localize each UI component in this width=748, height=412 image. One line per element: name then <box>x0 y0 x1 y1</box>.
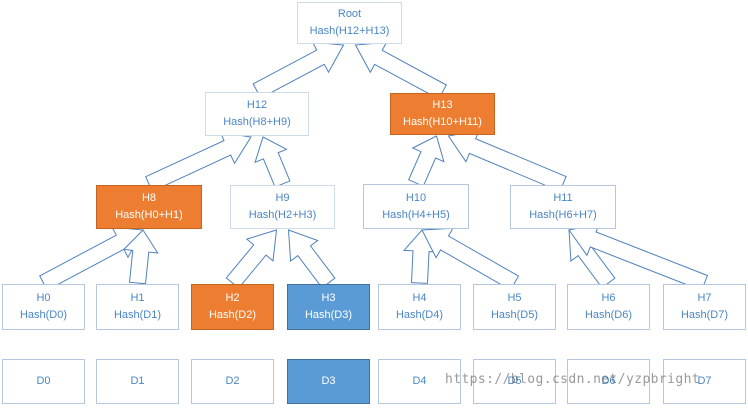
node-h3: H3 Hash(D3) <box>287 284 370 330</box>
node-label: H1 <box>130 292 145 304</box>
data-label: D7 <box>697 375 712 387</box>
data-block-d4: D4 <box>378 359 461 404</box>
arrow-h10-to-h13 <box>408 135 445 187</box>
arrow-h2-to-h9 <box>225 229 278 289</box>
node-h10: H10 Hash(H4+H5) <box>363 184 469 229</box>
node-hash: Hash(H12+H13) <box>309 25 390 37</box>
data-label: D0 <box>36 375 51 387</box>
data-label: D1 <box>130 375 145 387</box>
data-block-d3: D3 <box>287 359 370 404</box>
arrow-h12-to-root <box>252 41 345 99</box>
node-h12: H12 Hash(H8+H9) <box>205 92 309 136</box>
node-hash: Hash(H0+H1) <box>115 209 183 221</box>
node-label: H3 <box>321 292 336 304</box>
node-root: Root Hash(H12+H13) <box>297 2 402 44</box>
node-hash: Hash(D2) <box>208 309 257 321</box>
node-label: H6 <box>601 292 616 304</box>
data-block-d6: D6 <box>567 359 650 404</box>
node-h2: H2 Hash(D2) <box>191 284 274 330</box>
data-label: D2 <box>225 375 240 387</box>
data-block-d2: D2 <box>191 359 274 404</box>
node-h5: H5 Hash(D5) <box>473 284 556 330</box>
data-block-d1: D1 <box>96 359 179 404</box>
node-hash: Hash(D1) <box>113 309 162 321</box>
node-hash: Hash(D4) <box>395 309 444 321</box>
arrow-h0-to-h8 <box>39 226 144 291</box>
data-label: D3 <box>321 375 336 387</box>
node-h6: H6 Hash(D6) <box>567 284 650 330</box>
node-label: H12 <box>246 99 268 111</box>
node-label: H8 <box>141 192 157 204</box>
arrow-h11-to-h13 <box>447 129 567 193</box>
node-h0: H0 Hash(D0) <box>2 284 85 330</box>
node-label: H5 <box>507 292 522 304</box>
node-h1: H1 Hash(D1) <box>96 284 179 330</box>
arrow-h5-to-h10 <box>421 227 520 291</box>
node-label: H4 <box>412 292 427 304</box>
data-label: D6 <box>601 375 616 387</box>
node-label: H11 <box>553 192 573 204</box>
node-hash: Hash(D5) <box>490 309 539 321</box>
node-h11: H11 Hash(H6+H7) <box>510 185 616 229</box>
arrow-h13-to-root <box>354 41 447 100</box>
node-label: Root <box>337 8 362 20</box>
data-block-d5: D5 <box>473 359 556 404</box>
node-h7: H7 Hash(D7) <box>663 284 746 330</box>
node-label: H2 <box>225 292 240 304</box>
data-block-d7: D7 <box>663 359 746 404</box>
node-label: H13 <box>432 99 453 111</box>
node-hash: Hash(H8+H9) <box>223 116 291 128</box>
node-h13: H13 Hash(H10+H11) <box>390 93 495 135</box>
node-h8: H8 Hash(H0+H1) <box>96 185 202 229</box>
data-label: D4 <box>412 375 427 387</box>
data-block-d0: D0 <box>2 359 85 404</box>
arrow-h7-to-h11 <box>568 222 709 292</box>
node-hash: Hash(H4+H5) <box>382 208 450 221</box>
node-hash: Hash(D7) <box>680 309 729 321</box>
node-label: H10 <box>405 191 427 204</box>
node-h4: H4 Hash(D4) <box>378 284 461 330</box>
arrow-h8-to-h12 <box>145 131 252 192</box>
arrow-h3-to-h9 <box>287 229 336 289</box>
data-label: D5 <box>507 375 522 387</box>
node-hash: Hash(H10+H11) <box>403 116 482 128</box>
node-hash: Hash(D3) <box>304 309 353 321</box>
node-label: H9 <box>275 192 290 204</box>
node-hash: Hash(H6+H7) <box>529 209 597 221</box>
arrow-h1-to-h8 <box>122 229 159 285</box>
node-hash: Hash(D0) <box>19 309 68 321</box>
node-hash: Hash(D6) <box>584 309 633 321</box>
watermark-text: https://blog.csdn.net/yzpbright <box>445 372 701 387</box>
arrow-h9-to-h12 <box>254 136 291 188</box>
node-hash: Hash(H2+H3) <box>248 209 317 221</box>
node-label: H0 <box>36 292 51 304</box>
node-label: H7 <box>697 292 712 304</box>
node-h9: H9 Hash(H2+H3) <box>230 185 335 229</box>
